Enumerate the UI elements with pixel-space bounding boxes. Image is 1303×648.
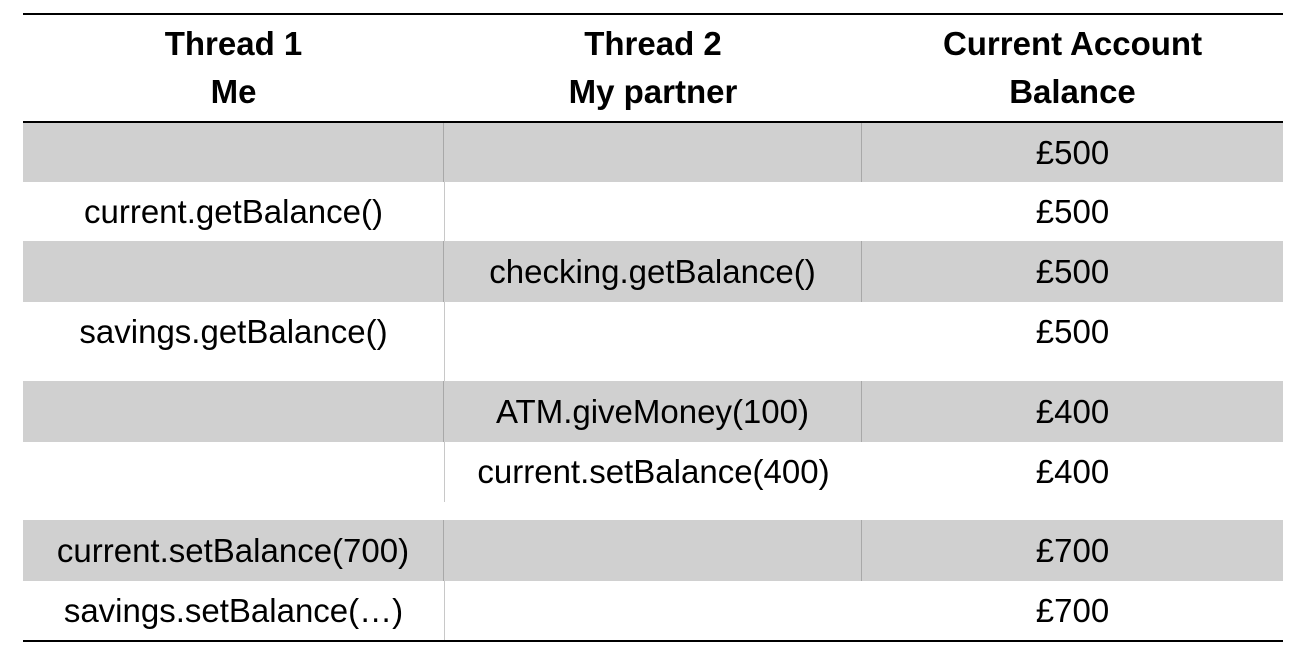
table-row: savings.setBalance(…) £700 <box>23 581 1283 640</box>
thread-2-cell <box>444 123 862 182</box>
header-thread-2-line1: Thread 2 <box>584 25 722 62</box>
table-row: checking.getBalance() £500 <box>23 241 1283 302</box>
thread-1-cell: savings.setBalance(…) <box>63 591 404 629</box>
table-row: ATM.giveMoney(100) £400 <box>23 381 1283 442</box>
balance-cell: £500 <box>1035 252 1110 290</box>
thread-1-cell: current.setBalance(700) <box>23 520 444 581</box>
thread-1-cell <box>23 381 444 442</box>
thread-2-cell <box>444 182 862 241</box>
thread-1-cell <box>23 241 444 302</box>
header-thread-1: Thread 1 Me <box>23 15 444 121</box>
header-balance-line2: Balance <box>1009 73 1136 110</box>
thread-1-cell: savings.getBalance() <box>79 313 388 350</box>
table-row: £500 <box>23 123 1283 182</box>
header-thread-1-line1: Thread 1 <box>164 25 303 62</box>
balance-cell: £500 <box>1035 313 1110 350</box>
header-thread-2: Thread 2 My partner <box>444 15 862 121</box>
balance-cell: £700 <box>1035 531 1110 569</box>
table-header: Thread 1 Me Thread 2 My partner Current … <box>23 15 1283 121</box>
header-thread-2-line2: My partner <box>568 73 738 110</box>
balance-cell: £700 <box>1035 591 1110 629</box>
thread-1-cell <box>23 442 444 502</box>
thread-2-cell <box>444 581 862 640</box>
table-body: £500 current.getBalance() £500 checking.… <box>23 123 1283 640</box>
balance-cell: £500 <box>1035 133 1110 171</box>
balance-cell: £400 <box>1035 392 1110 430</box>
thread-1-cell <box>23 123 444 182</box>
table-row: current.setBalance(400) £400 <box>23 442 1283 520</box>
thread-2-cell: current.setBalance(400) <box>444 442 862 502</box>
table-bottom-rule <box>23 640 1283 642</box>
table-top-rule <box>23 13 1283 15</box>
header-balance: Current Account Balance <box>862 15 1283 121</box>
table-row: current.setBalance(700) £700 <box>23 520 1283 581</box>
header-thread-1-line2: Me <box>210 73 257 110</box>
thread-2-cell: ATM.giveMoney(100) <box>444 381 862 442</box>
thread-interleaving-table: Thread 1 Me Thread 2 My partner Current … <box>23 13 1283 642</box>
thread-1-cell: current.getBalance() <box>84 192 383 230</box>
table-row: savings.getBalance() £500 <box>23 302 1283 381</box>
thread-2-cell <box>444 302 862 381</box>
header-bottom-rule <box>23 121 1283 123</box>
header-balance-line1: Current Account <box>942 25 1203 62</box>
thread-2-cell: checking.getBalance() <box>444 241 862 302</box>
balance-cell: £400 <box>1035 453 1110 490</box>
thread-2-cell <box>444 520 862 581</box>
table-row: current.getBalance() £500 <box>23 182 1283 241</box>
balance-cell: £500 <box>1035 192 1110 230</box>
